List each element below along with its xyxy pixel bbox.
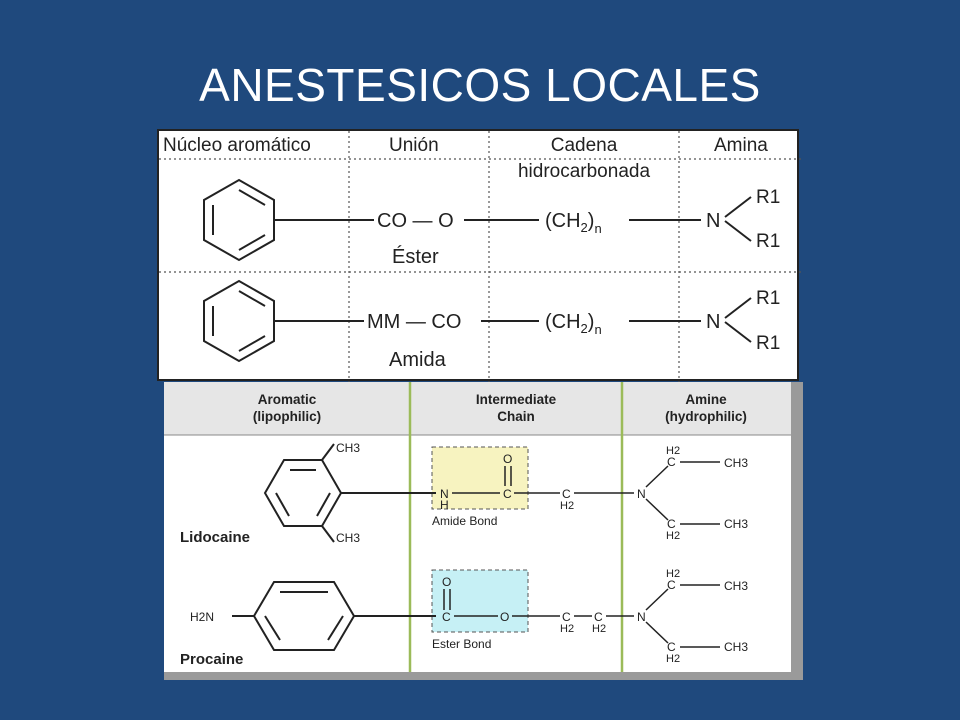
ester-r-lower: R1 <box>756 231 780 252</box>
header-aromatic-1: Aromatic <box>258 392 317 407</box>
header-chain-2: hidrocarbonada <box>518 161 650 182</box>
procaine-eth-lower-h: H2 <box>666 653 680 665</box>
procaine-n-lower-bond <box>645 621 669 644</box>
procaine-c2-h: H2 <box>592 623 606 635</box>
procaine-carbonyl-o: O <box>442 575 451 589</box>
lidocaine-eth-lower-ch3: CH3 <box>724 517 748 531</box>
header-union: Unión <box>389 135 439 156</box>
procaine-ring <box>232 581 436 651</box>
slide-title: ANESTESICOS LOCALES <box>199 59 761 111</box>
lidocaine-eth-lower-h: H2 <box>666 530 680 542</box>
amide-link: MM — CO <box>367 311 461 333</box>
procaine-eth-upper-h: H2 <box>666 568 680 580</box>
benzene-ring-ester <box>203 178 374 262</box>
ester-link: CO — O <box>377 210 454 232</box>
header-intermediate-2: Chain <box>497 409 535 424</box>
lidocaine-eth-upper-c: C <box>667 455 676 469</box>
header-chain-1: Cadena <box>551 135 618 156</box>
lidocaine-ch3-bottom: CH3 <box>336 531 360 545</box>
amide-r-upper: R1 <box>756 288 780 309</box>
procaine-h2n: H2N <box>190 610 214 624</box>
lidocaine-procaine-svg: Aromatic (lipophilic) Intermediate Chain… <box>164 382 803 680</box>
lidocaine-carbonyl-o: O <box>503 452 512 466</box>
lidocaine-h: H <box>440 498 449 512</box>
procaine-carbonyl-c: C <box>442 610 451 624</box>
benzene-ring-amide <box>203 279 364 363</box>
procaine-ester-o: O <box>500 610 509 624</box>
lidocaine-eth-upper-h: H2 <box>666 445 680 457</box>
header-band <box>164 382 791 435</box>
lidocaine-n: N <box>440 487 449 501</box>
amide-bond-highlight <box>431 446 529 510</box>
panel-bottom-shadow <box>164 672 803 680</box>
lidocaine-n-upper-bond <box>645 465 669 488</box>
panel-edge-shadow <box>791 382 803 680</box>
lidocaine-ring <box>263 443 436 543</box>
header-nucleus: Núcleo aromático <box>163 135 311 156</box>
procaine-eth-lower-c: C <box>667 640 676 654</box>
procaine-n-upper-bond <box>645 588 669 611</box>
ester-bond-label: Ester Bond <box>432 637 491 651</box>
procaine-eth-lower-ch3: CH3 <box>724 640 748 654</box>
lidocaine-name: Lidocaine <box>180 529 250 546</box>
procaine-c2: C <box>594 610 603 624</box>
amide-bond-label: Amide Bond <box>432 514 497 528</box>
header-amine-2: (hydrophilic) <box>665 409 747 424</box>
lidocaine-n-lower-bond <box>645 498 669 521</box>
lidocaine-carbonyl-c: C <box>503 487 512 501</box>
ester-amine-branches <box>724 196 752 242</box>
general-structure-diagram: Núcleo aromático Unión Cadena hidrocarbo… <box>157 129 801 383</box>
ester-bond-highlight <box>431 569 529 633</box>
lidocaine-eth-upper-ch3: CH3 <box>724 456 748 470</box>
grid-lines <box>159 131 801 383</box>
lidocaine-procaine-diagram: Aromatic (lipophilic) Intermediate Chain… <box>164 382 803 680</box>
procaine-name: Procaine <box>180 651 243 668</box>
amide-n-atom: N <box>706 311 720 333</box>
ester-chain: (CH2)n <box>545 210 602 236</box>
ester-label: Éster <box>392 245 439 268</box>
lidocaine-amine-n: N <box>637 487 646 501</box>
ester-r-upper: R1 <box>756 187 780 208</box>
amide-chain: (CH2)n <box>545 311 602 337</box>
procaine-c1: C <box>562 610 571 624</box>
ester-n-atom: N <box>706 210 720 232</box>
amide-label: Amida <box>389 349 447 371</box>
procaine-eth-upper-ch3: CH3 <box>724 579 748 593</box>
header-amine-1: Amine <box>685 392 727 407</box>
header-amine: Amina <box>714 135 768 156</box>
lidocaine-ch2-c: C <box>562 487 571 501</box>
header-aromatic-2: (lipophilic) <box>253 409 321 424</box>
procaine-eth-upper-c: C <box>667 578 676 592</box>
general-structure-svg: Núcleo aromático Unión Cadena hidrocarbo… <box>159 131 801 383</box>
lidocaine-ch3-top: CH3 <box>336 441 360 455</box>
lidocaine-eth-lower-c: C <box>667 517 676 531</box>
procaine-c1-h: H2 <box>560 623 574 635</box>
amide-amine-branches <box>724 297 752 343</box>
amide-r-lower: R1 <box>756 333 780 354</box>
procaine-amine-n: N <box>637 610 646 624</box>
header-intermediate-1: Intermediate <box>476 392 557 407</box>
lidocaine-ch2-h: H2 <box>560 500 574 512</box>
